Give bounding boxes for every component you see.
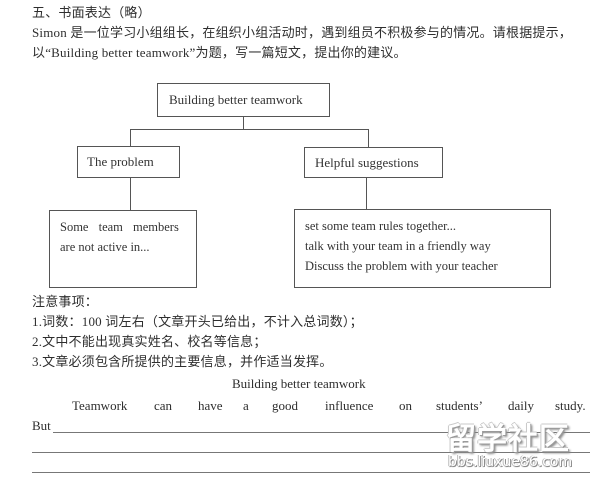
- suggestions-label: Helpful suggestions: [315, 155, 419, 170]
- suggestion-item: set some team rules together...: [305, 219, 457, 233]
- problem-detail-line: Some team members: [60, 220, 179, 234]
- writing-line-3[interactable]: [32, 472, 590, 473]
- essay-word: influence: [325, 398, 374, 413]
- root-stem-connector: [243, 117, 244, 129]
- suggestion-item: Discuss the problem with your teacher: [305, 259, 498, 273]
- problem-box: The problem: [77, 146, 180, 178]
- essay-word: a: [243, 398, 249, 413]
- right-branch-connector: [368, 129, 369, 147]
- watermark: 留学社区 bbs.liuxue86.com: [440, 414, 600, 478]
- branch-connector: [130, 129, 369, 130]
- suggestions-box: Helpful suggestions: [304, 147, 443, 178]
- suggestions-detail-box: set some team rules together... talk wit…: [294, 209, 551, 288]
- left-branch-connector: [130, 129, 131, 146]
- notes-item: 1.词数：100 词左右（文章开头已给出，不计入总词数）；: [32, 314, 363, 329]
- notes-item: 3.文章必须包含所提供的主要信息，并作适当发挥。: [32, 354, 333, 369]
- prompt-line-2: 以“Building better teamwork”为题，写一篇短文，提出你的…: [32, 45, 407, 60]
- suggestion-item: talk with your team in a friendly way: [305, 239, 491, 253]
- essay-word: daily: [508, 398, 534, 413]
- essay-word: Teamwork: [72, 398, 128, 413]
- writing-line-1[interactable]: [53, 432, 590, 433]
- problem-detail-box: Some team members are not active in...: [49, 210, 197, 288]
- essay-word: can: [154, 398, 173, 413]
- essay-word: have: [198, 398, 223, 413]
- watermark-url: bbs.liuxue86.com: [448, 454, 573, 470]
- writing-line-2[interactable]: [32, 452, 590, 453]
- problem-label: The problem: [87, 154, 154, 169]
- problem-detail-connector: [130, 178, 131, 210]
- problem-detail-line: are not active in...: [60, 240, 150, 254]
- suggestions-detail-connector: [366, 178, 367, 209]
- section-title: 五、书面表达（略）: [32, 5, 151, 20]
- essay-word: study.: [555, 398, 586, 413]
- essay-continuation-start: But: [32, 418, 51, 433]
- notes-item: 2.文中不能出现真实姓名、校名等信息；: [32, 334, 267, 349]
- essay-word: good: [272, 398, 298, 413]
- root-label: Building better teamwork: [169, 92, 303, 107]
- essay-word: on: [399, 398, 412, 413]
- essay-title: Building better teamwork: [232, 376, 366, 391]
- root-box: Building better teamwork: [157, 83, 330, 117]
- watermark-brand: 留学社区: [446, 422, 570, 457]
- prompt-line-1: Simon 是一位学习小组组长，在组织小组活动时，遇到组员不积极参与的情况。请根…: [32, 25, 573, 40]
- notes-heading: 注意事项：: [32, 294, 99, 309]
- essay-word: students’: [436, 398, 483, 413]
